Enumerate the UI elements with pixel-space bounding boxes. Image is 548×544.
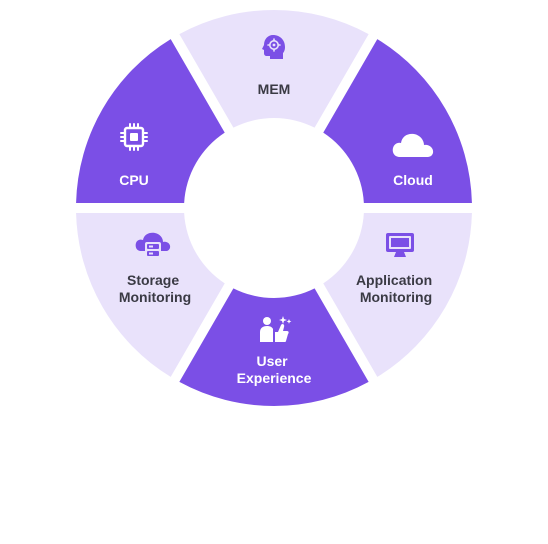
label-cloud: Cloud <box>393 172 433 188</box>
label-application-monitoring: Application Monitoring <box>356 272 436 305</box>
cpu-chip-icon <box>120 123 148 151</box>
label-cpu: CPU <box>119 172 149 188</box>
segment-storage-monitoring[interactable] <box>76 212 225 377</box>
segment-mem[interactable] <box>179 10 369 128</box>
cloud-server-icon <box>135 232 171 258</box>
monitor-icon <box>386 233 414 257</box>
segment-cloud[interactable] <box>323 39 472 204</box>
segment-user-experience[interactable] <box>179 288 369 406</box>
brain-gear-icon <box>262 35 285 59</box>
segment-application-monitoring[interactable] <box>323 212 472 377</box>
label-mem: MEM <box>258 81 291 97</box>
segment-cpu[interactable] <box>76 39 225 204</box>
user-thumbs-up-icon <box>260 316 292 342</box>
label-storage-monitoring: Storage Monitoring <box>119 272 191 305</box>
label-user-experience: User Experience <box>237 353 312 386</box>
cloud-icon <box>392 133 434 157</box>
